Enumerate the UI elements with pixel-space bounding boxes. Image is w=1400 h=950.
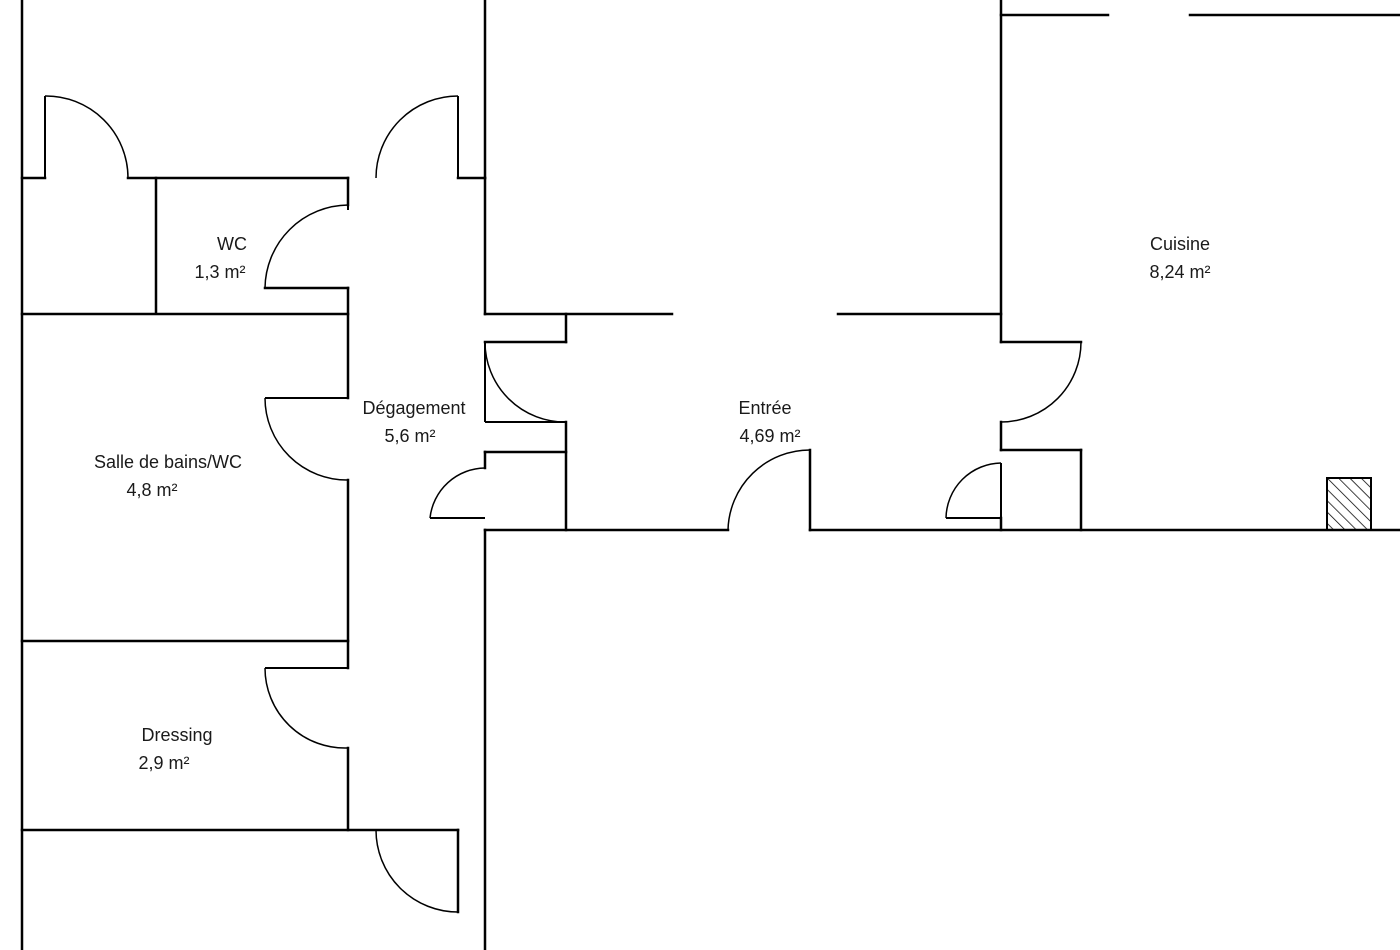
doors xyxy=(44,95,1082,913)
room-labels: WC 1,3 m² Cuisine 8,24 m² Dégagement 5,6… xyxy=(94,234,1211,773)
room-area-cuisine: 8,24 m² xyxy=(1149,262,1210,282)
door-swing xyxy=(375,829,459,913)
room-area-salle-de-bains: 4,8 m² xyxy=(126,480,177,500)
room-name-dressing: Dressing xyxy=(141,725,212,745)
room-area-dressing: 2,9 m² xyxy=(138,753,189,773)
walls xyxy=(20,0,1400,950)
door-swing xyxy=(945,462,1002,519)
room-name-degagement: Dégagement xyxy=(362,398,465,418)
door-swing xyxy=(727,449,811,531)
room-area-degagement: 5,6 m² xyxy=(384,426,435,446)
duct-hatch xyxy=(1326,477,1372,531)
room-name-wc: WC xyxy=(217,234,247,254)
door-swing xyxy=(264,397,349,481)
door-swing xyxy=(429,467,486,519)
door-swing xyxy=(264,204,349,289)
room-name-entree: Entrée xyxy=(738,398,791,418)
room-area-entree: 4,69 m² xyxy=(739,426,800,446)
room-name-cuisine: Cuisine xyxy=(1150,234,1210,254)
door-swing xyxy=(264,667,349,749)
room-name-salle-de-bains: Salle de bains/WC xyxy=(94,452,242,472)
door-swing xyxy=(484,341,567,423)
door-swing xyxy=(375,95,459,179)
door-swing xyxy=(44,95,129,179)
door-swing xyxy=(1000,341,1082,423)
room-area-wc: 1,3 m² xyxy=(194,262,245,282)
